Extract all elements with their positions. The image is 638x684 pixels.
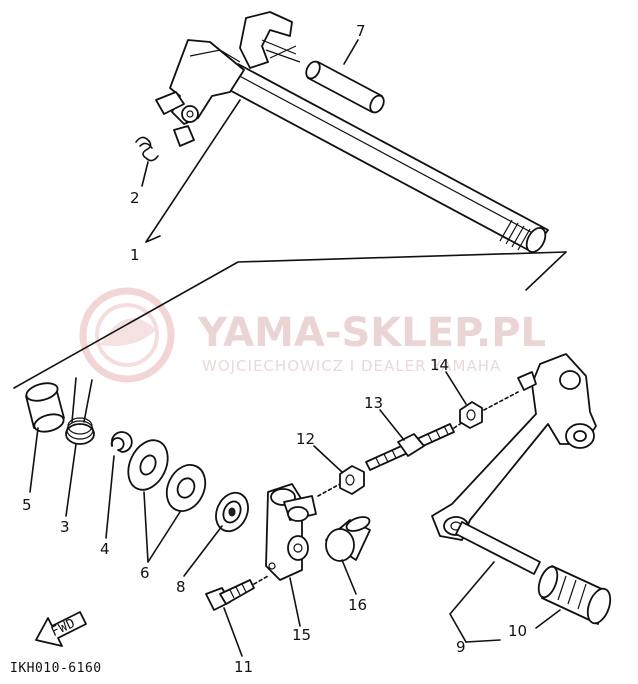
callout-10: 10 — [508, 622, 527, 640]
callout-11: 11 — [234, 658, 253, 676]
callout-15: 15 — [292, 626, 311, 644]
callout-6: 6 — [140, 564, 150, 582]
part-15-clamp — [265, 483, 317, 581]
shift-shaft-assembly — [155, 11, 549, 253]
part-11-bolt — [205, 575, 269, 611]
shift-arm-hook — [239, 11, 293, 69]
callout-5: 5 — [22, 496, 32, 514]
arm-foot — [173, 125, 195, 147]
part-4-circlip — [110, 431, 133, 453]
diagram-code: IKH010-6160 — [10, 661, 102, 676]
callout-14: 14 — [430, 356, 449, 374]
callout-8: 8 — [176, 578, 186, 596]
callout-7: 7 — [356, 22, 366, 40]
watermark: YAMA-SKLEP.PL WOJCIECHOWICZ I DEALER YAM… — [79, 287, 546, 383]
part-13-tie-rod — [317, 419, 467, 497]
watermark-logo — [79, 287, 175, 383]
part-16-cap — [325, 516, 371, 562]
part-2-return-spring — [135, 136, 159, 162]
shaft-splines — [499, 219, 547, 253]
callout-13: 13 — [364, 394, 383, 412]
group-frame-line — [13, 251, 567, 389]
callout-3: 3 — [60, 518, 70, 536]
part-10-pedal-rubber — [537, 565, 612, 625]
part-7-collar — [305, 60, 385, 114]
leader-lines — [29, 39, 561, 657]
callout-4: 4 — [100, 540, 110, 558]
arm-pin — [181, 105, 199, 123]
watermark-dealer: WOJCIECHOWICZ I DEALER YAMAHA — [202, 357, 501, 375]
part-3-torsion-spring — [65, 377, 95, 445]
part-12-nut — [339, 465, 365, 495]
fwd-arrow-icon: FWD — [35, 611, 87, 647]
part-5-collar — [25, 382, 65, 433]
callout-12: 12 — [296, 430, 315, 448]
part-6-washers — [127, 439, 207, 512]
arm-tab — [155, 91, 185, 115]
part-14-nut — [459, 391, 519, 429]
part-9-shift-pedal — [431, 353, 597, 575]
callouts: 1 2 3 4 5 6 7 8 9 10 11 12 13 14 15 16 — [22, 22, 527, 676]
callout-1: 1 — [130, 246, 140, 264]
callout-16: 16 — [348, 596, 367, 614]
callout-2: 2 — [130, 189, 140, 207]
watermark-brand: YAMA-SKLEP.PL — [197, 310, 546, 356]
part-8-bearing — [215, 491, 249, 533]
group-frame-line-end — [525, 251, 567, 291]
callout-9: 9 — [456, 638, 466, 656]
